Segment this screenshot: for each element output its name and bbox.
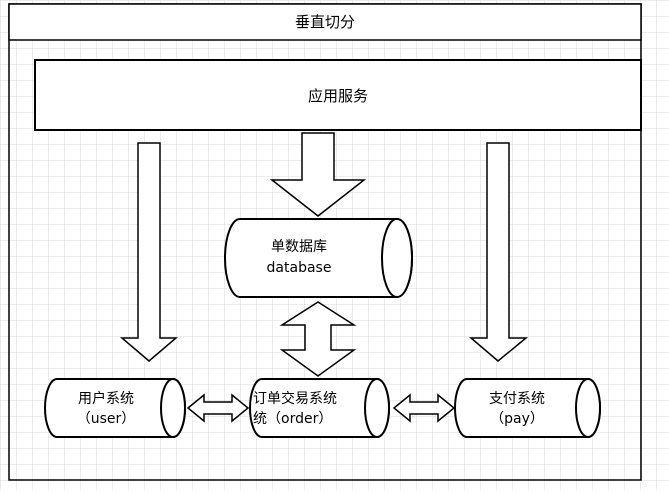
arrow-app-to-user	[119, 142, 179, 362]
pay-system-cylinder	[454, 378, 601, 438]
arrow-user-order	[186, 393, 250, 423]
user-system-label-line1: 用户系统	[78, 390, 134, 407]
arrow-app-to-pay	[468, 142, 529, 362]
user-system-label-line2: （user）	[77, 411, 136, 427]
database-label-en: database	[267, 260, 332, 276]
pay-system-label-line2: （pay）	[490, 411, 544, 427]
order-system-cylinder	[249, 378, 390, 438]
order-system-label-line2: 统（order）	[253, 411, 332, 427]
page-title: 垂直切分	[295, 13, 355, 31]
user-system-cylinder	[44, 378, 186, 438]
database-cylinder	[224, 218, 413, 298]
arrow-database-order	[279, 301, 357, 377]
title-bar	[8, 3, 642, 41]
pay-system-label-line1: 支付系统	[489, 391, 545, 407]
order-system-label-line1: 订单交易系统	[253, 390, 337, 407]
app-service-box	[34, 59, 642, 131]
database-label-cn: 单数据库	[271, 239, 327, 255]
arrow-app-to-database	[269, 132, 367, 217]
app-service-label: 应用服务	[308, 87, 368, 105]
